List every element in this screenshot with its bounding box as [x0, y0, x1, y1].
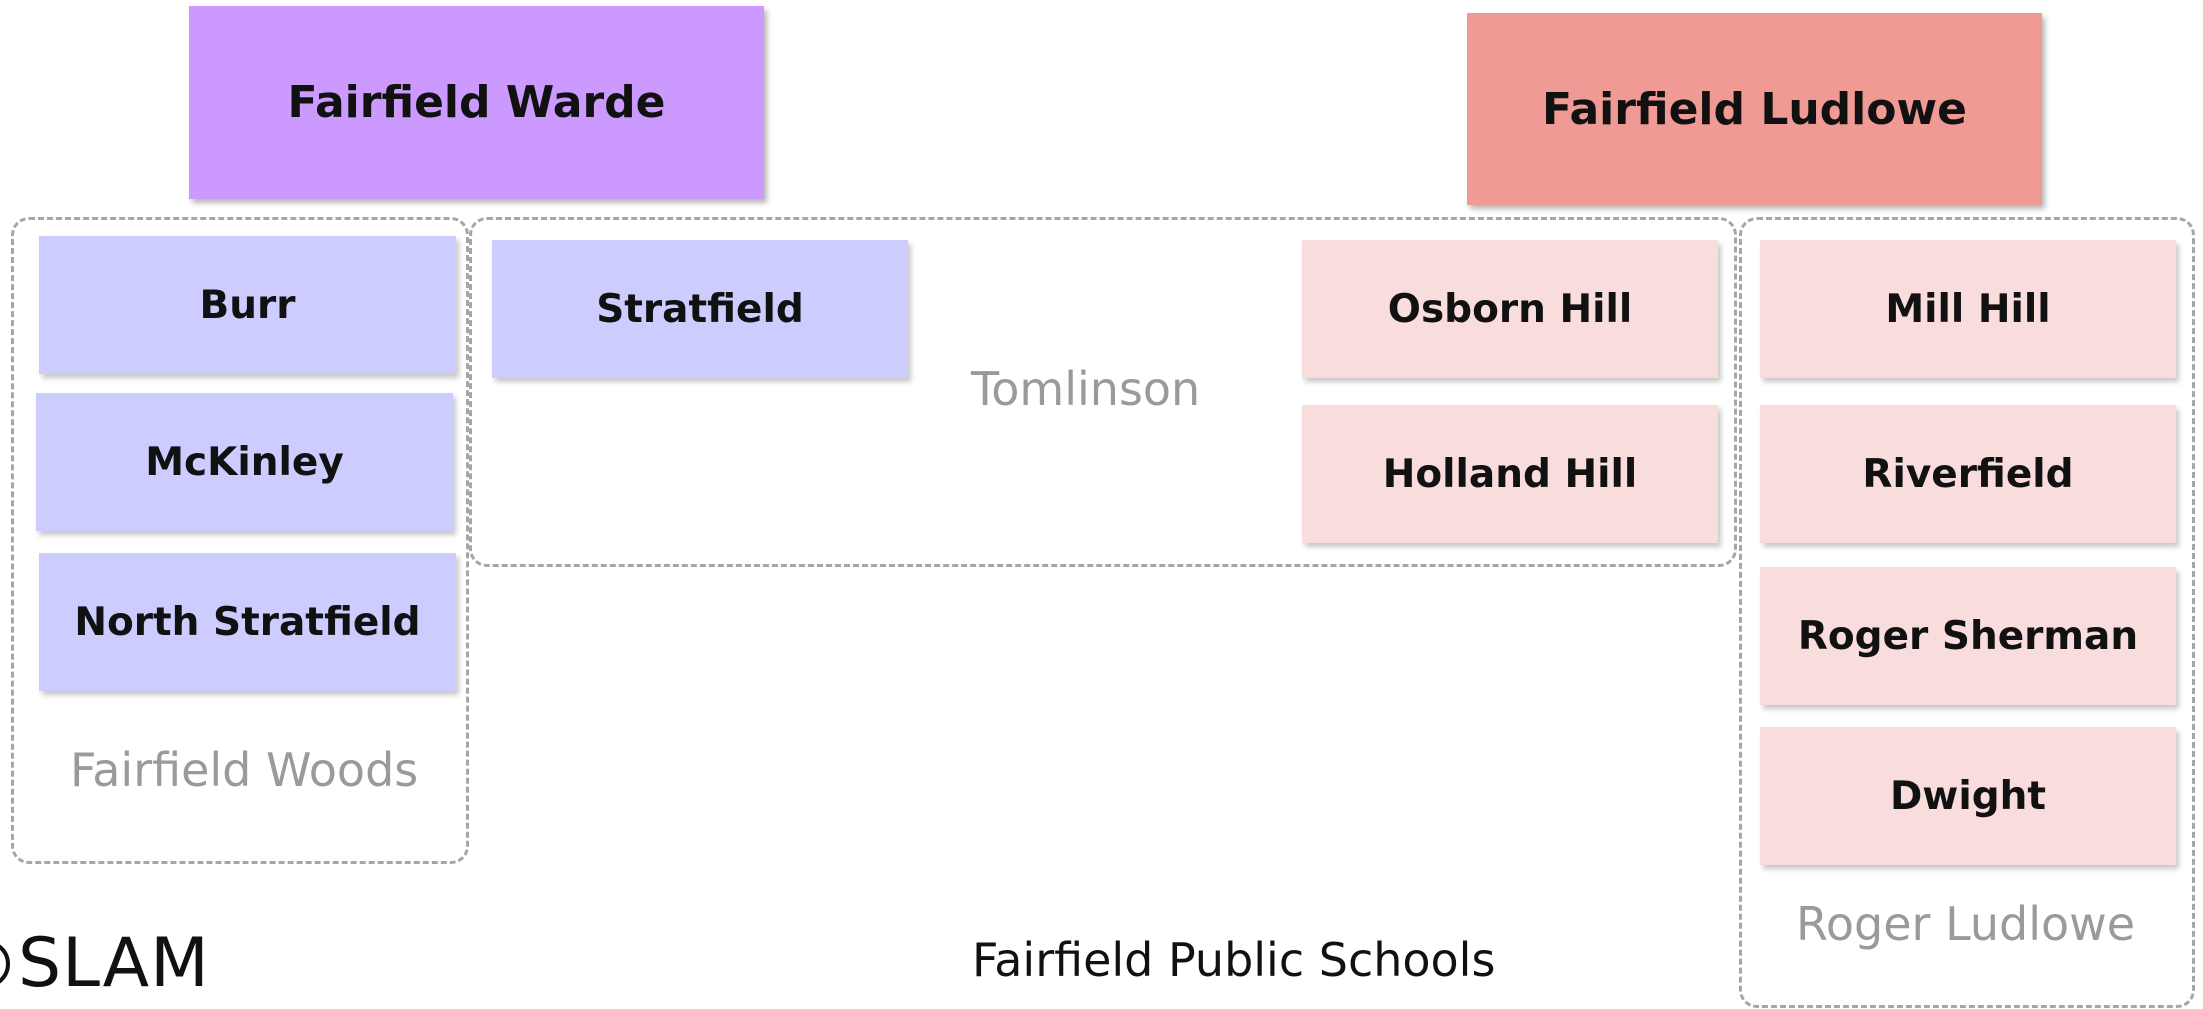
- elementary-mill-hill: Mill Hill: [1760, 240, 2176, 378]
- elementary-mckinley: McKinley: [36, 393, 453, 531]
- middle-school-label-tomlinson: Tomlinson: [971, 362, 1201, 416]
- group-fairfield-woods: [11, 217, 469, 864]
- elementary-north-stratfield: North Stratfield: [39, 553, 456, 691]
- footer-caption: Fairfield Public Schools: [972, 933, 1496, 987]
- logo-text: SLAM: [18, 924, 210, 1003]
- elementary-stratfield: Stratfield: [492, 240, 908, 378]
- elementary-dwight-label: Dwight: [1889, 773, 2047, 819]
- high-school-warde-label: Fairfield Warde: [287, 77, 666, 128]
- elementary-burr: Burr: [39, 236, 456, 374]
- middle-school-label-fairfield-woods: Fairfield Woods: [70, 743, 419, 797]
- elementary-riverfield-label: Riverfield: [1862, 451, 2074, 497]
- high-school-ludlowe: Fairfield Ludlowe: [1467, 13, 2042, 205]
- elementary-mill-hill-label: Mill Hill: [1885, 286, 2051, 332]
- elementary-roger-sherman-label: Roger Sherman: [1797, 613, 2139, 659]
- high-school-ludlowe-label: Fairfield Ludlowe: [1542, 83, 1967, 135]
- logo-mark-icon: [0, 944, 10, 983]
- elementary-burr-label: Burr: [199, 282, 296, 328]
- elementary-osborn-hill-label: Osborn Hill: [1387, 286, 1633, 332]
- elementary-roger-sherman: Roger Sherman: [1760, 567, 2176, 705]
- elementary-riverfield: Riverfield: [1760, 405, 2176, 543]
- middle-school-label-roger-ludlowe: Roger Ludlowe: [1796, 897, 2136, 951]
- group-roger-ludlowe: [1739, 217, 2195, 1008]
- logo: SLAM: [0, 924, 210, 1003]
- elementary-holland-hill-label: Holland Hill: [1382, 451, 1638, 497]
- elementary-mckinley-label: McKinley: [145, 439, 344, 485]
- elementary-osborn-hill: Osborn Hill: [1302, 240, 1718, 378]
- high-school-warde: Fairfield Warde: [189, 6, 764, 199]
- elementary-north-stratfield-label: North Stratfield: [74, 599, 421, 645]
- elementary-dwight: Dwight: [1760, 727, 2176, 865]
- group-tomlinson: [469, 217, 1737, 567]
- elementary-holland-hill: Holland Hill: [1302, 405, 1718, 543]
- elementary-stratfield-label: Stratfield: [596, 286, 804, 332]
